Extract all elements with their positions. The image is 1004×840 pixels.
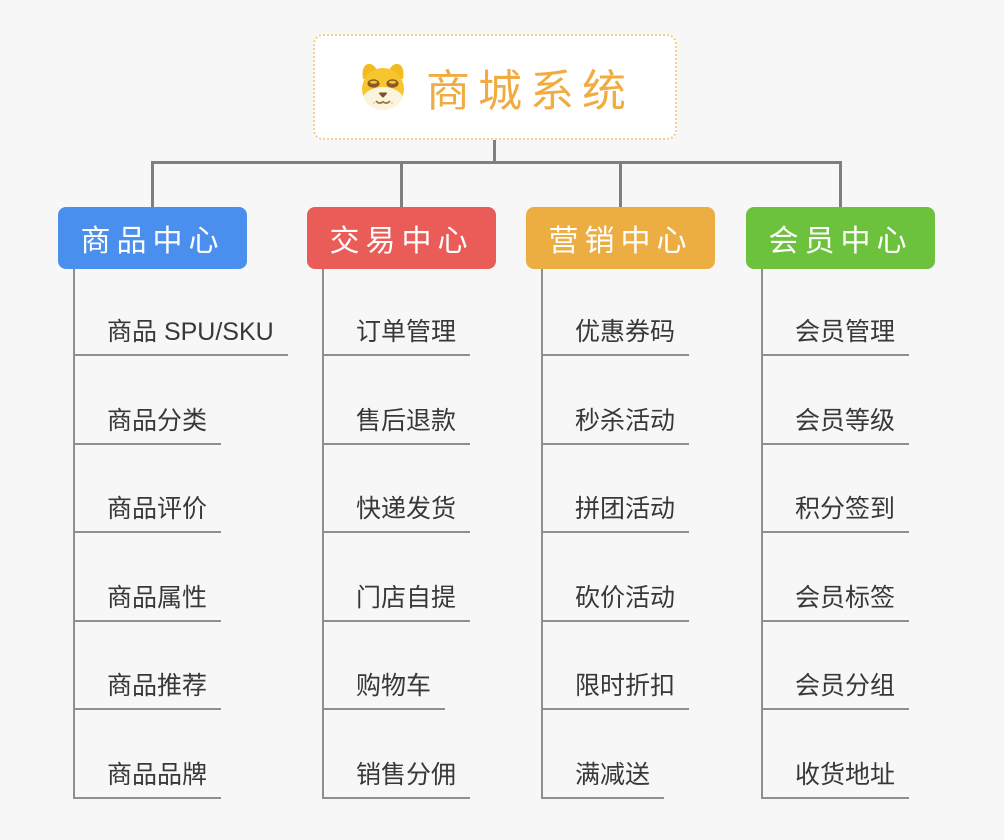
branch-product-center: 商品中心 商品 SPU/SKU 商品分类 商品评价 商品属性 商品推荐 商品品牌 [58,207,304,840]
connector-drop-marketing [619,163,622,208]
branch-trade-center: 交易中心 订单管理 售后退款 快递发货 门店自提 购物车 销售分佣 [307,207,553,840]
root-title: 商城系统 [426,67,634,116]
subtopic-node[interactable]: 销售分佣 [322,754,471,799]
subtopic-node[interactable]: 商品 SPU/SKU [73,311,288,356]
branch-line [541,269,543,798]
connector-drop-member [839,163,842,208]
connector-root-stub [493,140,496,162]
subtopic-node[interactable]: 购物车 [322,665,446,710]
branch-line [322,269,324,798]
subtopic-node[interactable]: 秒杀活动 [541,400,690,445]
root-node[interactable]: 商城系统 [313,34,677,140]
subtopic-node[interactable]: 门店自提 [322,577,471,622]
subtopic-node[interactable]: 限时折扣 [541,665,690,710]
subtopic-node[interactable]: 积分签到 [761,488,910,533]
branch-member-center: 会员中心 会员管理 会员等级 积分签到 会员标签 会员分组 收货地址 [746,207,992,840]
connector-horizontal-bar [151,161,842,164]
subtopic-node[interactable]: 收货地址 [761,754,910,799]
connector-drop-trade [400,163,403,208]
branch-header-product-center[interactable]: 商品中心 [58,207,247,269]
subtopic-node[interactable]: 售后退款 [322,400,471,445]
subtopic-node[interactable]: 会员等级 [761,400,910,445]
branch-marketing-center: 营销中心 优惠券码 秒杀活动 拼团活动 砍价活动 限时折扣 满减送 [526,207,772,840]
shiba-dog-icon [356,62,410,112]
subtopic-node[interactable]: 商品分类 [73,400,222,445]
subtopic-node[interactable]: 满减送 [541,754,665,799]
subtopic-node[interactable]: 砍价活动 [541,577,690,622]
subtopic-node[interactable]: 快递发货 [322,488,471,533]
branch-line [761,269,763,798]
subtopic-node[interactable]: 会员标签 [761,577,910,622]
subtopic-node[interactable]: 商品属性 [73,577,222,622]
subtopic-node[interactable]: 订单管理 [322,311,471,356]
branch-line [73,269,75,798]
subtopic-node[interactable]: 会员分组 [761,665,910,710]
branch-header-trade-center[interactable]: 交易中心 [307,207,496,269]
subtopic-node[interactable]: 商品评价 [73,488,222,533]
subtopic-node[interactable]: 商品品牌 [73,754,222,799]
subtopic-node[interactable]: 优惠券码 [541,311,690,356]
subtopic-node[interactable]: 会员管理 [761,311,910,356]
branch-header-member-center[interactable]: 会员中心 [746,207,935,269]
subtopic-node[interactable]: 商品推荐 [73,665,222,710]
connector-drop-product [151,163,154,208]
subtopic-node[interactable]: 拼团活动 [541,488,690,533]
branch-header-marketing-center[interactable]: 营销中心 [526,207,715,269]
